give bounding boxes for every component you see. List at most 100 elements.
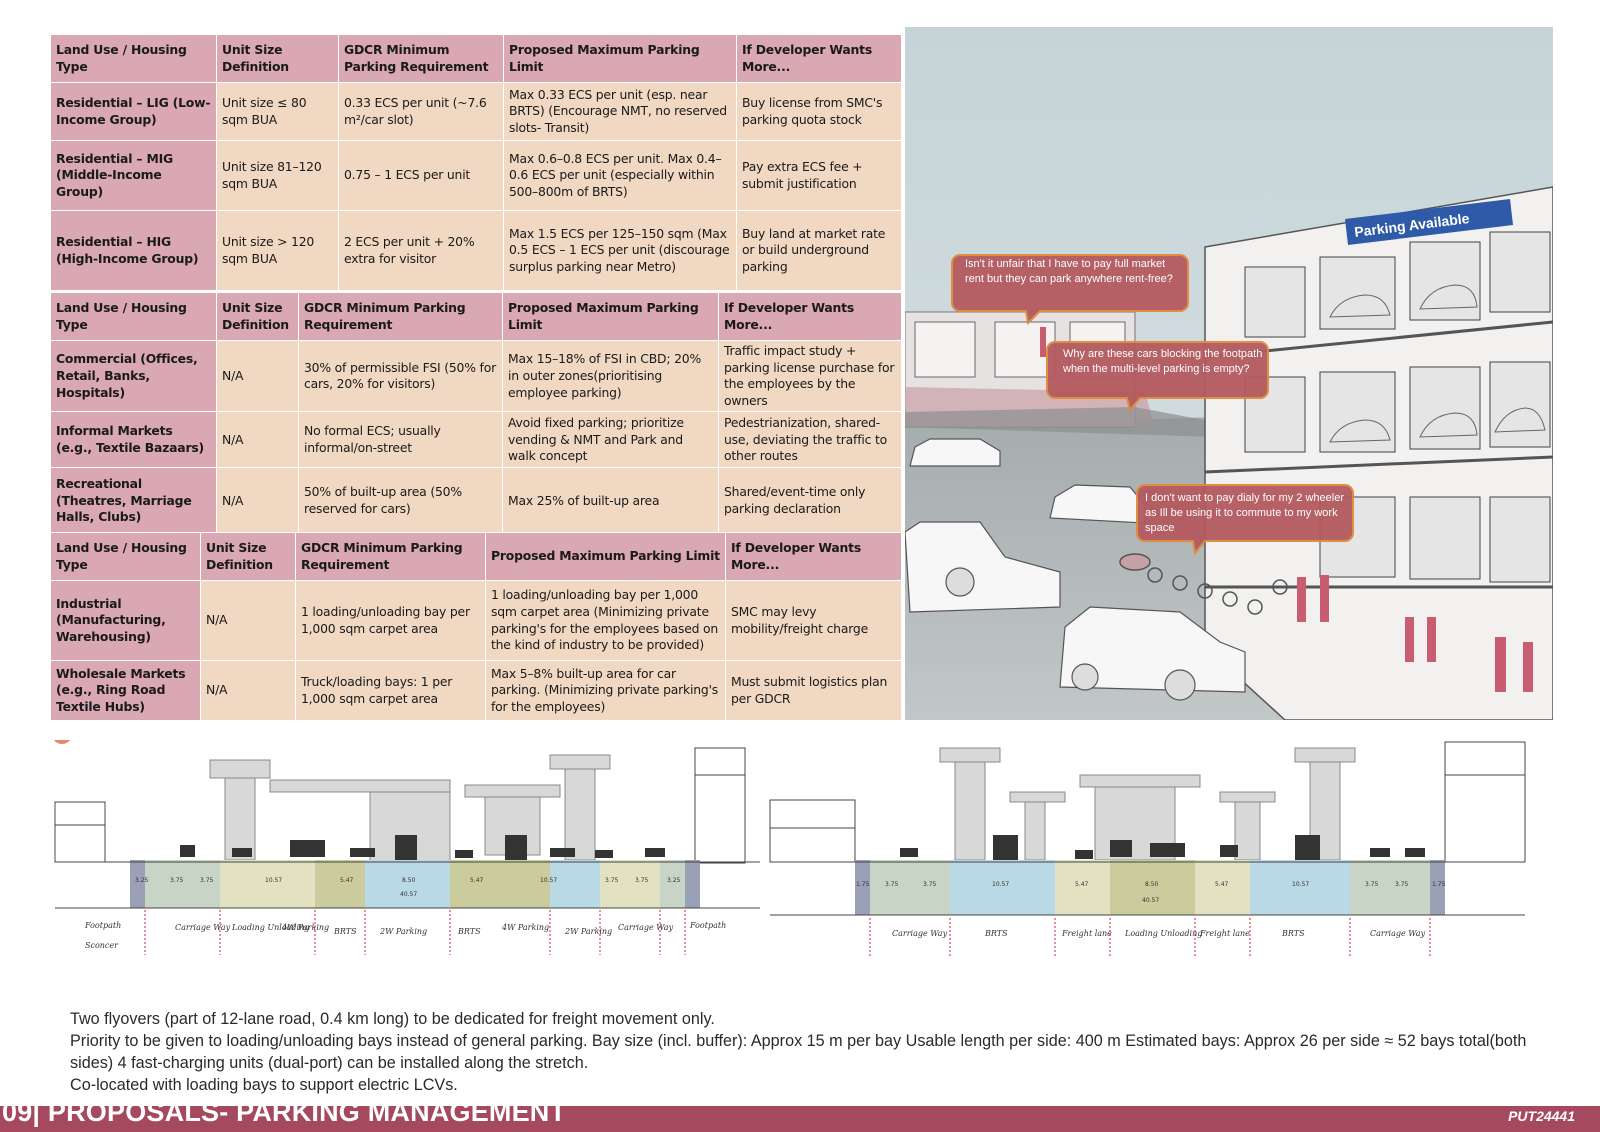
table-cell: Max 5–8% built-up area for car parking. … (485, 660, 726, 721)
speech-bubble-two-wheeler: I don't want to pay dialy for my 2 wheel… (1136, 484, 1354, 556)
table-cell: Buy license from SMC's parking quota sto… (736, 82, 902, 141)
table-cell: Avoid fixed parking; prioritize vending … (502, 411, 719, 469)
table-cell: 2 ECS per unit + 20% extra for visitor (338, 210, 504, 291)
table-cell: N/A (216, 411, 299, 469)
section-marker-number: 1 (59, 740, 65, 741)
table-cell: No formal ECS; usually informal/on-stree… (298, 411, 503, 469)
boundary-wall (905, 407, 1215, 437)
header-cell: GDCR Minimum Parking Requirement (295, 532, 486, 581)
lane-dimension: 10.57 (992, 881, 1009, 888)
header-cell: If Developer Wants More... (736, 34, 902, 83)
speech-bubble-rent: Isn't it unfair that I have to pay full … (951, 254, 1189, 326)
table-cell: Unit size > 120 sqm BUA (216, 210, 339, 291)
bubble-text: Why are these cars blocking the footpath… (1063, 348, 1263, 375)
lane-dimension: 3.75 (170, 877, 184, 884)
table-header-row: Land Use / Housing Type Unit Size Defini… (50, 34, 902, 83)
section-label: BRTS (457, 927, 481, 936)
lane-dimension: 3.75 (605, 877, 619, 884)
header-cell: Unit Size Definition (216, 34, 339, 83)
lane-dimension: 3.75 (1395, 881, 1409, 888)
table-cell: Max 0.33 ECS per unit (esp. near BRTS) (… (503, 82, 737, 141)
table-cell: Pay extra ECS fee + submit justification (736, 140, 902, 211)
parking-table-industrial: Land Use / Housing Type Unit Size Defini… (50, 532, 902, 721)
table-cell: 0.33 ECS per unit (~7.6 m²/car slot) (338, 82, 504, 141)
lane-dimension: 3.75 (1365, 881, 1379, 888)
header-cell: If Developer Wants More... (718, 292, 902, 341)
note-line: Co-located with loading bays to support … (70, 1076, 458, 1094)
two-wheeler-row (1119, 553, 1288, 615)
header-cell: Proposed Maximum Parking Limit (485, 532, 726, 581)
row-heading: Informal Markets (e.g., Textile Bazaars) (50, 411, 217, 469)
section-label: Sconcer (85, 941, 119, 950)
section-label: Loading Unloading (1124, 929, 1202, 938)
section-marker: 1 (54, 740, 70, 744)
right-road-section: 1.75 3.75 3.75 10.57 5.47 8.50 5.47 10.5… (769, 741, 1526, 958)
header-cell: Proposed Maximum Parking Limit (503, 34, 737, 83)
lane-dimension: 3.75 (635, 877, 649, 884)
table-cell: Max 0.6–0.8 ECS per unit. Max 0.4–0.6 EC… (503, 140, 737, 211)
note-line: Two flyovers (part of 12-lane road, 0.4 … (70, 1010, 715, 1028)
header-cell: If Developer Wants More... (725, 532, 902, 581)
lane-dimension: 3.25 (135, 877, 149, 884)
bubble-text: Isn't it unfair that I have to pay full … (965, 258, 1173, 285)
header-cell: GDCR Minimum Parking Requirement (338, 34, 504, 83)
pedestrian-figures (1297, 575, 1533, 692)
section-label: BRTS (984, 929, 1008, 938)
lane-dimension: 1.75 (856, 881, 870, 888)
header-cell: Unit Size Definition (200, 532, 296, 581)
table-cell: Unit size 81–120 sqm BUA (216, 140, 339, 211)
table-row: Informal Markets (e.g., Textile Bazaars)… (50, 411, 902, 469)
header-cell: Unit Size Definition (216, 292, 299, 341)
project-code: PUT24441 (1508, 1108, 1575, 1124)
table-cell: Pedestrianization, shared-use, deviating… (718, 411, 902, 469)
section-label: Freight lane (1199, 929, 1250, 938)
row-heading: Residential – LIG (Low-Income Group) (50, 82, 217, 141)
table-cell: 30% of permissible FSI (50% for cars, 20… (298, 339, 503, 413)
speech-bubble-footpath: Why are these cars blocking the footpath… (1046, 341, 1269, 413)
table-cell: 1 loading/unloading bay per 1,000 sqm ca… (485, 580, 726, 661)
parking-table-residential: Land Use / Housing Type Unit Size Defini… (50, 34, 902, 291)
section-label: Carriage Way (892, 929, 948, 938)
table-row: Wholesale Markets (e.g., Ring Road Texti… (50, 660, 902, 721)
table-cell: 1 loading/unloading bay per 1,000 sqm ca… (295, 580, 486, 661)
table-cell: Max 15–18% of FSI in CBD; 20% in outer z… (502, 339, 719, 413)
section-label: 2W Parking (379, 927, 427, 936)
table-cell: Shared/event-time only parking declarati… (718, 467, 902, 535)
section-label: BRTS (1281, 929, 1305, 938)
lane-dimension: 10.57 (265, 877, 282, 884)
row-heading: Recreational (Theatres, Marriage Halls, … (50, 467, 217, 535)
row-heading: Wholesale Markets (e.g., Ring Road Texti… (50, 660, 201, 721)
section-label: Footpath (689, 921, 726, 930)
lane-dimension: 3.25 (667, 877, 681, 884)
table-cell: 50% of built-up area (50% reserved for c… (298, 467, 503, 535)
table-row: Commercial (Offices, Retail, Banks, Hosp… (50, 339, 902, 413)
section-label: 4W Parking (501, 923, 549, 932)
section-label: BRTS (333, 927, 357, 936)
total-dimension: 40.57 (400, 891, 417, 898)
section-label: Loading Unloading (231, 923, 309, 932)
section-label: Footpath (84, 921, 121, 930)
row-heading: Residential – HIG (High-Income Group) (50, 210, 217, 291)
table-row: Residential – MIG (Middle-Income Group) … (50, 140, 902, 211)
lane-dimension: 3.75 (200, 877, 214, 884)
lane-dimension: 10.57 (1292, 881, 1309, 888)
lane-dimension: 5.47 (470, 877, 484, 884)
table-cell: Max 1.5 ECS per 125–150 sqm (Max 0.5 ECS… (503, 210, 737, 291)
section-label: Carriage Way (1370, 929, 1426, 938)
lane-dimension: 3.75 (885, 881, 899, 888)
section-label: 4W Parking (281, 923, 329, 932)
street-cars (905, 438, 1246, 701)
table-cell: Max 25% of built-up area (502, 467, 719, 535)
lane-dimension: 5.47 (1215, 881, 1229, 888)
lane-dimension: 8.50 (402, 877, 416, 884)
lane-dimension: 1.75 (1432, 881, 1446, 888)
table-cell: N/A (200, 660, 296, 721)
section-label: Carriage Way (618, 923, 674, 932)
section-label: 2W Parking (564, 927, 612, 936)
lane-dimension: 8.50 (1145, 881, 1159, 888)
table-cell: Must submit logistics plan per GDCR (725, 660, 902, 721)
table-row: Residential – LIG (Low-Income Group) Uni… (50, 82, 902, 141)
table-header-row: Land Use / Housing Type Unit Size Defini… (50, 532, 902, 581)
lane-dimension: 3.75 (923, 881, 937, 888)
table-cell: Traffic impact study + parking license p… (718, 339, 902, 413)
